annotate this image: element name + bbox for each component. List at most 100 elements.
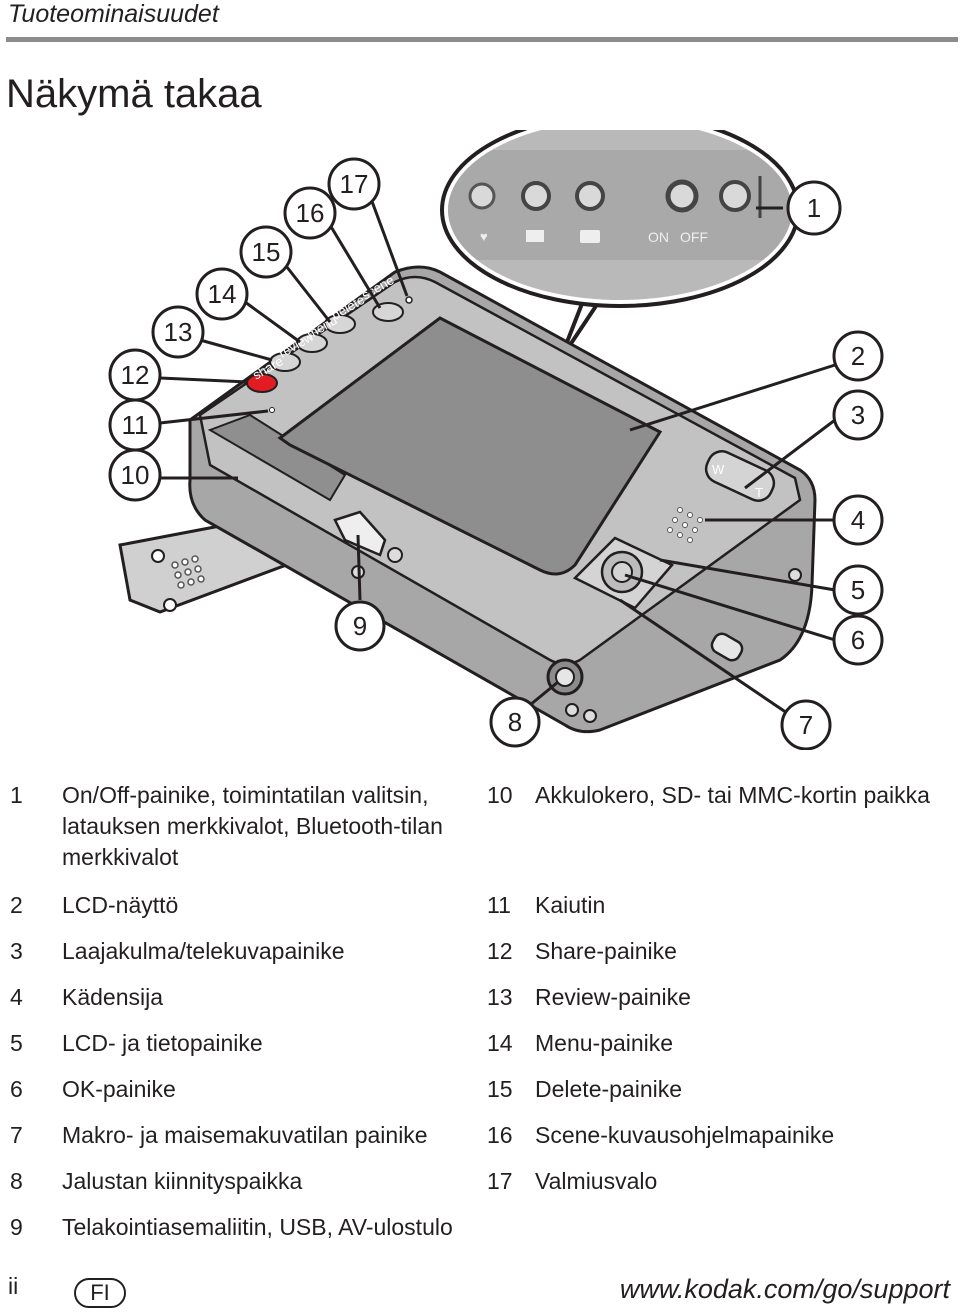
legend-text: On/Off-painike, toimintatilan valitsin, … bbox=[62, 782, 443, 870]
review-button[interactable] bbox=[269, 352, 301, 372]
callout-4: 4 bbox=[832, 494, 884, 546]
legend-number: 9 bbox=[10, 1214, 23, 1240]
legend-number: 16 bbox=[487, 1122, 513, 1148]
header-rule bbox=[6, 37, 958, 42]
legend-text: Kädensija bbox=[62, 984, 164, 1010]
callout-label: 5 bbox=[851, 575, 865, 605]
camera-rear-view-diagram: ♥ ON OFF scene delet bbox=[108, 130, 884, 750]
legend-text: Review-painike bbox=[535, 984, 691, 1010]
legend-number: 11 bbox=[487, 892, 511, 918]
callout-3: 3 bbox=[832, 389, 884, 441]
callout-15: 15 bbox=[239, 225, 293, 279]
callout-17: 17 bbox=[327, 157, 381, 211]
callout-label: 14 bbox=[208, 279, 237, 309]
legend-number: 10 bbox=[487, 782, 513, 808]
legend-text: Jalustan kiinnityspaikka bbox=[62, 1168, 303, 1194]
section-header: Tuoteominaisuudet bbox=[8, 0, 219, 28]
language-badge: FI bbox=[74, 1278, 126, 1308]
callout-11: 11 bbox=[108, 398, 162, 452]
callout-label: 2 bbox=[851, 341, 865, 371]
video-icon bbox=[526, 230, 544, 242]
callout-8: 8 bbox=[489, 696, 541, 748]
page-title: Näkymä takaa bbox=[6, 72, 262, 116]
legend-text: Scene-kuvausohjelmapainike bbox=[535, 1122, 835, 1148]
zoom-rocker[interactable]: W T bbox=[702, 447, 779, 506]
legend-number: 17 bbox=[487, 1168, 513, 1194]
callout-leaders bbox=[159, 195, 836, 717]
callout-label: 13 bbox=[164, 317, 193, 347]
page-number: ii bbox=[8, 1273, 19, 1299]
callout-1: 1 bbox=[786, 180, 842, 236]
menu-button[interactable] bbox=[296, 333, 328, 353]
legend-number: 13 bbox=[487, 984, 513, 1010]
tele-label: T bbox=[755, 485, 763, 500]
callout-label: 8 bbox=[508, 707, 522, 737]
delete-button[interactable] bbox=[324, 314, 356, 334]
speaker-icon bbox=[269, 407, 275, 413]
callout-label: 10 bbox=[121, 460, 150, 490]
legend-number: 7 bbox=[10, 1122, 23, 1148]
tripod-mount bbox=[546, 568, 802, 723]
wide-label: W bbox=[712, 462, 725, 477]
callout-13: 13 bbox=[151, 305, 205, 359]
legend-text: Makro- ja maisemakuvatilan painike bbox=[62, 1122, 428, 1148]
callout-label: 15 bbox=[252, 237, 281, 267]
legend-text: LCD- ja tietopainike bbox=[62, 1030, 263, 1056]
legend-number: 1 bbox=[10, 782, 23, 808]
callout-9: 9 bbox=[334, 600, 386, 652]
callout-6: 6 bbox=[832, 614, 884, 666]
callout-label: 12 bbox=[121, 360, 150, 390]
legend-number: 3 bbox=[10, 938, 23, 964]
ok-joystick[interactable] bbox=[572, 536, 675, 610]
strap-peg bbox=[710, 632, 744, 662]
favorites-icon: ♥ bbox=[480, 229, 488, 244]
callout-label: 3 bbox=[851, 400, 865, 430]
callout-label: 9 bbox=[353, 611, 367, 641]
led-icon bbox=[575, 181, 605, 211]
callout-5: 5 bbox=[832, 564, 884, 616]
callout-label: 16 bbox=[296, 198, 325, 228]
grip-dots bbox=[667, 507, 703, 543]
camera-icon bbox=[580, 230, 600, 243]
legend-text: LCD-näyttö bbox=[62, 892, 179, 918]
legend-text: Delete-painike bbox=[535, 1076, 683, 1102]
callout-2: 2 bbox=[832, 330, 884, 382]
dock-connector bbox=[333, 510, 403, 579]
legend-text: Telakointiasemaliitin, USB, AV-ulostulo bbox=[62, 1214, 453, 1240]
legend-number: 2 bbox=[10, 892, 23, 918]
callout-label: 6 bbox=[851, 625, 865, 655]
callout-12: 12 bbox=[108, 348, 162, 402]
callout-label: 7 bbox=[799, 710, 813, 740]
off-label: OFF bbox=[680, 229, 708, 245]
legend-number: 6 bbox=[10, 1076, 23, 1102]
callouts: 1 2 3 4 5 6 7 8 9 10 11 12 13 14 15 16 1… bbox=[108, 157, 884, 750]
legend-number: 15 bbox=[487, 1076, 513, 1102]
support-url[interactable]: www.kodak.com/go/support bbox=[619, 1274, 950, 1304]
legend-number: 12 bbox=[487, 938, 513, 964]
legend-number: 14 bbox=[487, 1030, 513, 1056]
legend-text: Kaiutin bbox=[535, 892, 606, 918]
callout-14: 14 bbox=[195, 267, 249, 321]
lcd-screen bbox=[277, 316, 663, 576]
on-label: ON bbox=[648, 229, 669, 245]
legend-text: Menu-painike bbox=[535, 1030, 674, 1056]
legend-number: 5 bbox=[10, 1030, 23, 1056]
callout-7: 7 bbox=[780, 699, 832, 750]
mode-dial-closeup: ♥ ON OFF bbox=[440, 130, 800, 362]
legend-text: Valmiusvalo bbox=[535, 1168, 658, 1194]
legend-text: Akkulokero, SD- tai MMC-kortin paikka bbox=[535, 782, 930, 808]
callout-16: 16 bbox=[283, 186, 337, 240]
power-button-icon bbox=[719, 180, 751, 212]
legend-text: OK-painike bbox=[62, 1076, 176, 1102]
mode-dial-icon bbox=[665, 179, 699, 213]
callout-label: 4 bbox=[851, 505, 865, 535]
led-icon bbox=[468, 182, 496, 210]
callout-10: 10 bbox=[108, 448, 162, 502]
legend-number: 4 bbox=[10, 984, 23, 1010]
ready-light bbox=[405, 296, 413, 304]
legend-text: Laajakulma/telekuvapainike bbox=[62, 938, 345, 964]
legend-text: Share-painike bbox=[535, 938, 677, 964]
callout-label: 17 bbox=[340, 169, 369, 199]
led-icon bbox=[521, 181, 551, 211]
callout-label: 1 bbox=[807, 193, 821, 223]
